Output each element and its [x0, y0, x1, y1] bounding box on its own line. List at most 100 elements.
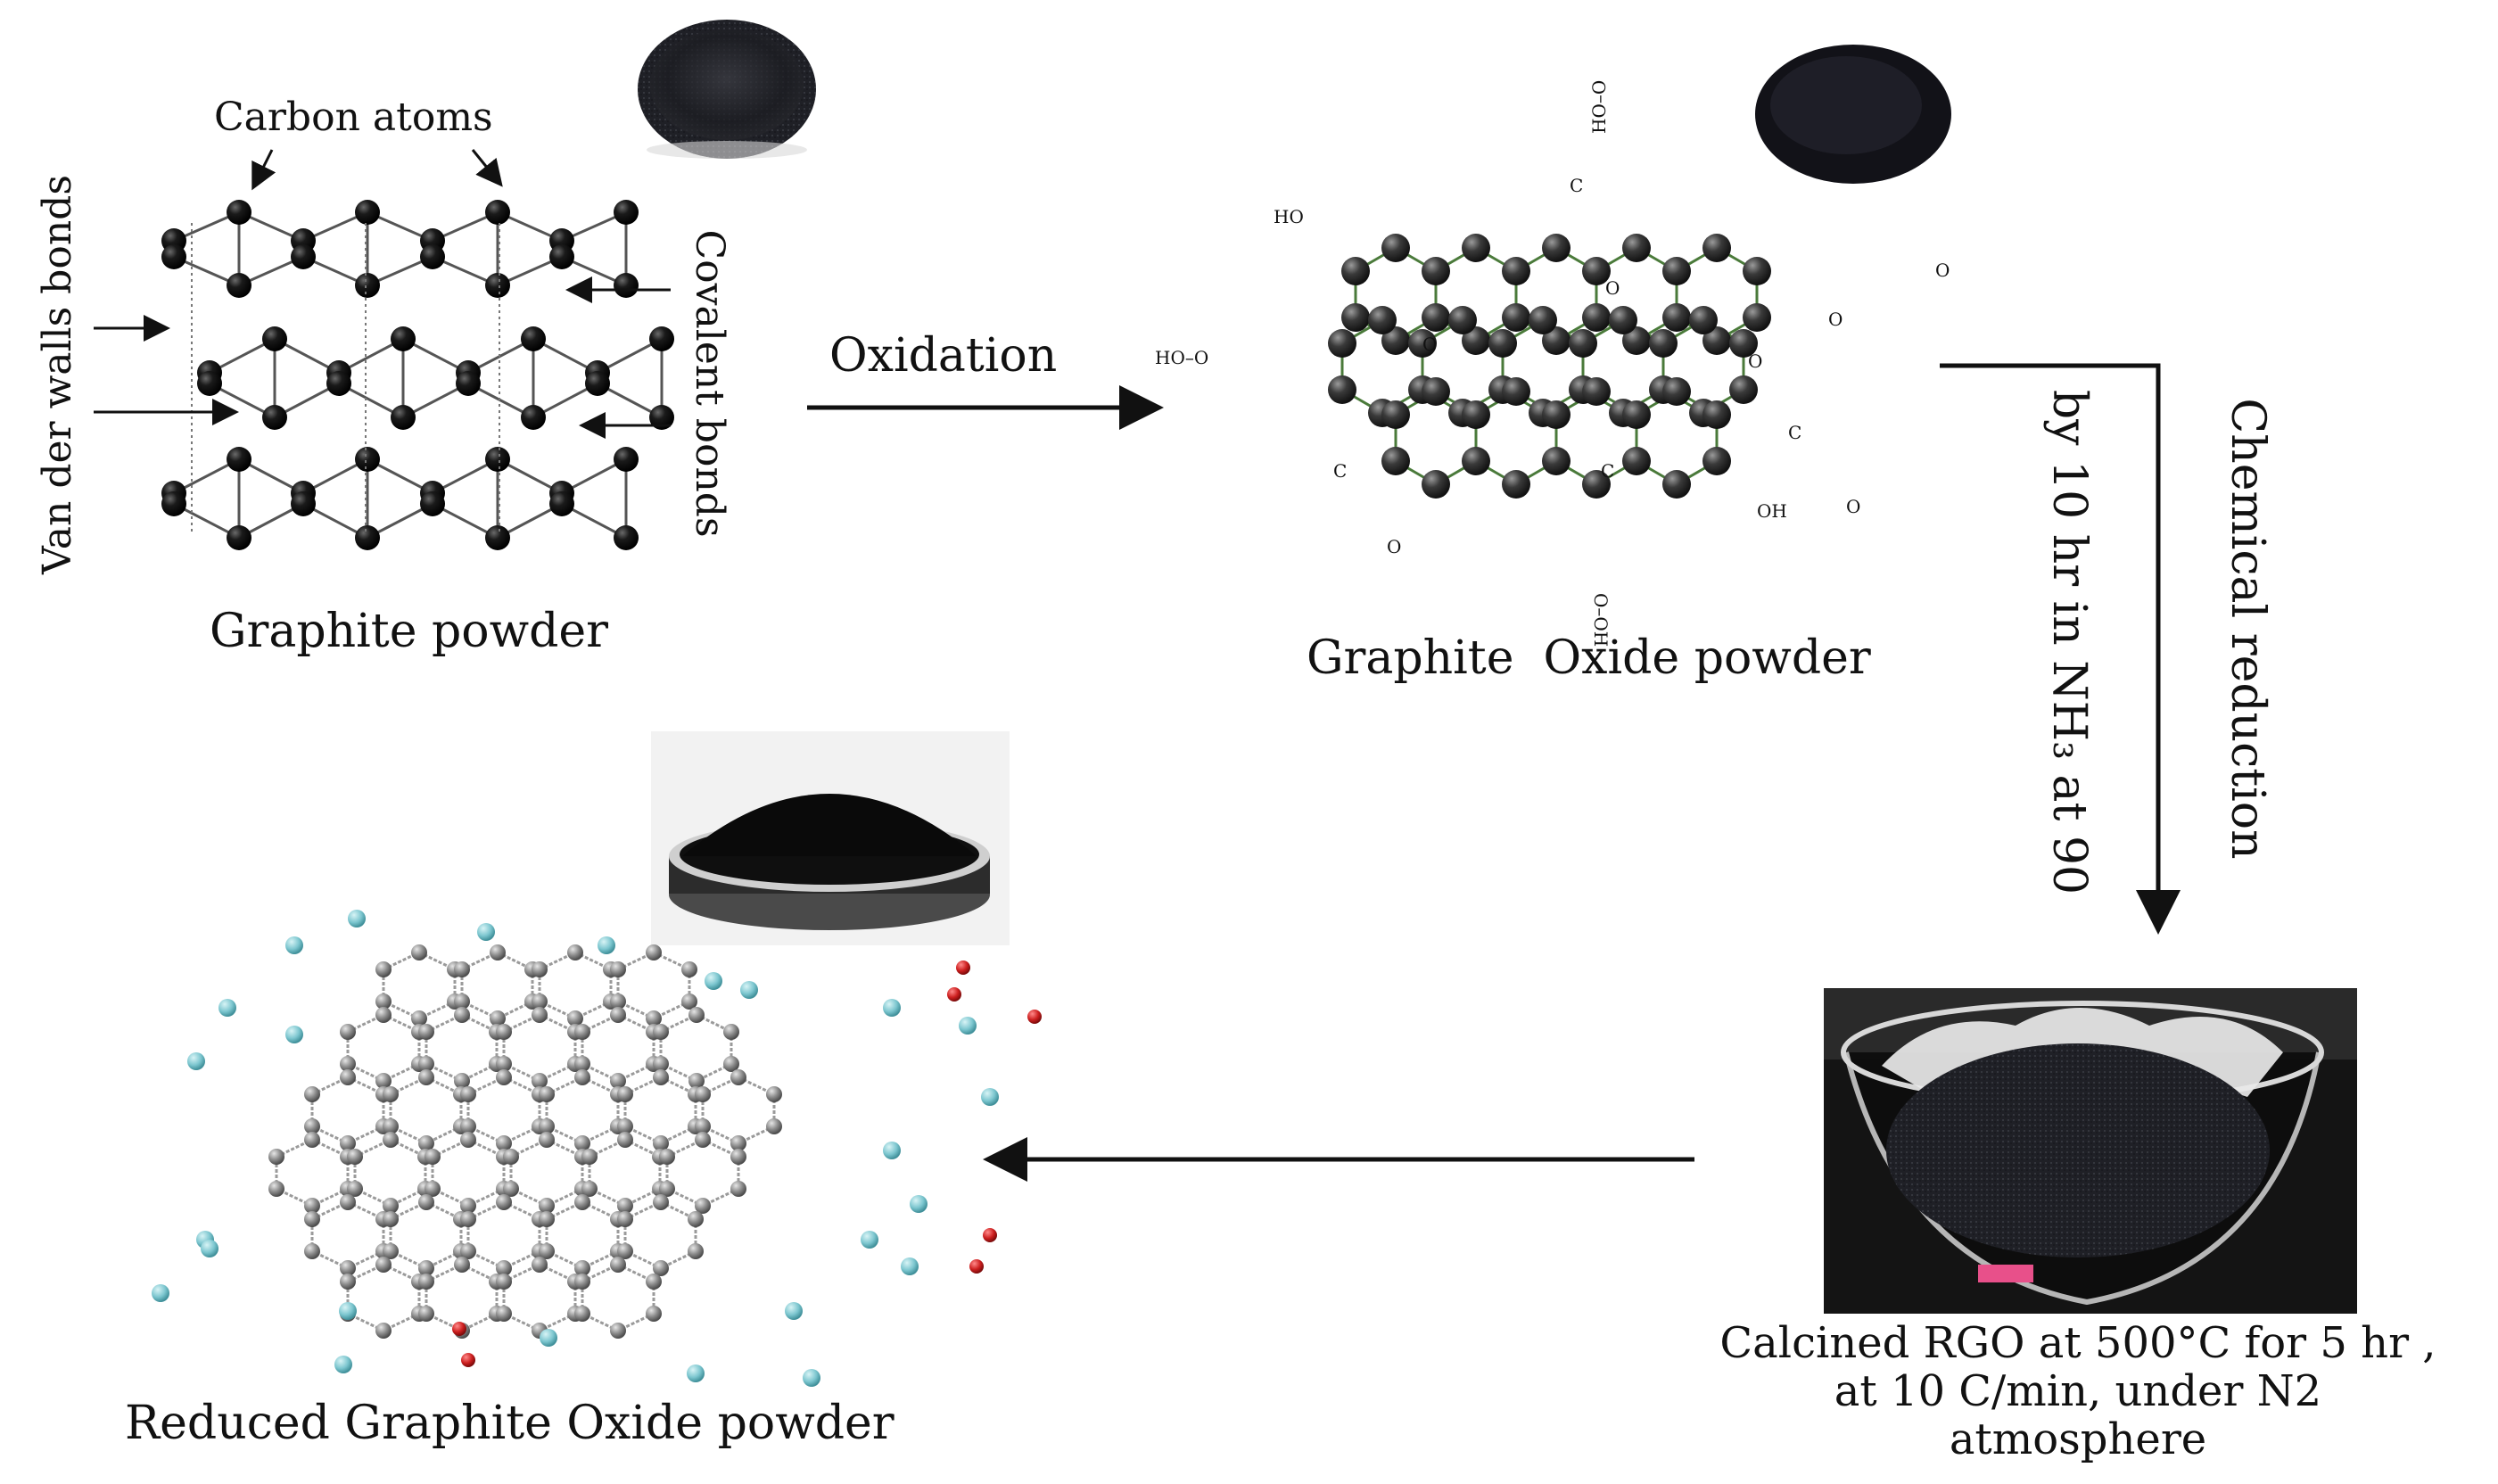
rgo-carbon-atom	[375, 1257, 392, 1273]
calcined-line-1: Calcined RGO at 500°C for 5 hr ,	[1719, 1318, 2436, 1368]
rgo-carbon-atom	[340, 1274, 356, 1290]
go-peroxy-label: HO–O	[1155, 347, 1208, 368]
carbon-atom	[391, 326, 416, 351]
rgo-carbon-atom	[383, 1118, 399, 1134]
oxidation-label: Oxidation	[829, 329, 1058, 383]
rgo-carbon-atom	[653, 1056, 669, 1072]
rgo-carbon-atom	[574, 1069, 590, 1085]
rgo-carbon-atom	[340, 1069, 356, 1085]
rgo-carbon-atom	[418, 1069, 434, 1085]
rgo-carbon-atom	[496, 1274, 512, 1290]
go-carbon-atom	[1609, 306, 1637, 334]
rgo-edge-atom	[477, 923, 495, 941]
rgo-carbon-atom	[383, 1198, 399, 1214]
go-carbon-atom	[1422, 303, 1450, 332]
rgo-carbon-atom	[659, 1181, 675, 1197]
carbon-atom	[649, 405, 674, 430]
rgo-oxygen-atom	[947, 987, 961, 1002]
rgo-edge-atom	[598, 936, 615, 954]
go-carbon-atom	[1462, 326, 1490, 355]
carbon-atom	[485, 447, 510, 472]
rgo-carbon-atom	[411, 944, 427, 960]
go-carbon-atom	[1502, 303, 1530, 332]
rgo-carbon-atom	[460, 1118, 476, 1134]
go-carbon-atom	[1422, 377, 1450, 406]
carbon-atom	[485, 273, 510, 298]
rgo-carbon-atom	[454, 1007, 470, 1023]
carbon-atom	[355, 525, 380, 550]
rgo-carbon-atom	[617, 1211, 633, 1227]
rgo-carbon-atom	[340, 1194, 356, 1210]
van-der-waals-label: Van der walls bonds	[35, 175, 80, 574]
carbon-atom	[355, 447, 380, 472]
go-carbon-atom	[1422, 470, 1450, 499]
go-carbon-atom	[1422, 257, 1450, 285]
calcined-line-2: at 10 C/min, under N2	[1834, 1365, 2322, 1416]
rgo-edge-atom	[785, 1302, 803, 1320]
rgo-edge-atom	[861, 1231, 878, 1249]
go-carbon-atom	[1381, 234, 1410, 262]
rgo-carbon-atom	[695, 1086, 711, 1102]
go-carbon-atom	[1743, 303, 1771, 332]
go-carbon-atom	[1542, 400, 1571, 429]
rgo-carbon-atom	[532, 961, 548, 977]
rgo-carbon-atom	[653, 1194, 669, 1210]
rgo-oxygen-atom	[956, 960, 970, 975]
rgo-carbon-atom	[383, 1211, 399, 1227]
go-carbon-atom	[1582, 257, 1611, 285]
rgo-edge-atom	[901, 1257, 919, 1275]
rgo-carbon-atom	[681, 961, 697, 977]
rgo-carbon-atom	[304, 1132, 320, 1148]
go-carbon-atom	[1328, 329, 1356, 358]
rgo-carbon-atom	[610, 1257, 626, 1273]
reduced-graphite-oxide-sheet	[152, 910, 1042, 1387]
rgo-carbon-atom	[766, 1086, 782, 1102]
rgo-edge-atom	[740, 981, 758, 999]
graphite-oxide-powder-photo	[1730, 37, 1989, 194]
rgo-oxygen-atom	[1027, 1010, 1042, 1024]
rgo-oxygen-atom	[969, 1259, 984, 1274]
go-carbon-atom	[1381, 326, 1410, 355]
rgo-carbon-atom	[496, 1024, 512, 1040]
rgo-carbon-atom	[723, 1056, 739, 1072]
go-carbon-atom	[1381, 447, 1410, 475]
rgo-carbon-atom	[695, 1118, 711, 1134]
carbon-atoms-label: Carbon atoms	[214, 95, 493, 140]
rgo-carbon-atom	[496, 1194, 512, 1210]
rgo-carbon-atom	[383, 1243, 399, 1259]
rgo-carbon-atom	[688, 1073, 705, 1089]
rgo-carbon-atom	[304, 1198, 320, 1214]
carbon-atom	[197, 371, 222, 396]
rgo-oxygen-atom	[983, 1228, 997, 1242]
rgo-carbon-atom	[503, 1181, 519, 1197]
rgo-carbon-atom	[375, 961, 392, 977]
rgo-edge-atom	[339, 1302, 357, 1320]
go-carbon-atom	[1729, 375, 1758, 404]
go-carbon-atom	[1702, 326, 1731, 355]
go-carbon-atom	[1622, 326, 1651, 355]
rgo-carbon-atom	[532, 993, 548, 1010]
carbon-atom	[549, 491, 574, 516]
rgo-edge-atom	[981, 1088, 999, 1106]
rgo-edge-atom	[705, 972, 722, 990]
rgo-carbon-atom	[695, 1132, 711, 1148]
rgo-carbon-atom	[574, 1306, 590, 1322]
rgo-edge-atom	[803, 1369, 820, 1387]
go-carbon-atom	[1649, 329, 1678, 358]
rgo-carbon-atom	[730, 1069, 746, 1085]
rgo-carbon-atom	[610, 1073, 626, 1089]
go-carbon-atom	[1462, 234, 1490, 262]
reduction-conditions-label: by 10 hr in NH₃ at 90	[2042, 389, 2096, 895]
rgo-carbon-atom	[532, 1073, 548, 1089]
rgo-carbon-atom	[610, 1323, 626, 1339]
rgo-carbon-atom	[688, 1007, 705, 1023]
rgo-edge-atom	[540, 1329, 557, 1347]
rgo-carbon-atom	[454, 993, 470, 1010]
go-carbon-atom	[1488, 329, 1517, 358]
rgo-carbon-atom	[730, 1181, 746, 1197]
rgo-carbon-atom	[503, 1149, 519, 1165]
go-carbon-atom	[1569, 329, 1597, 358]
covalent-bonds-label: Covalent bonds	[687, 229, 732, 538]
go-oxygen-label: O	[1387, 536, 1401, 557]
